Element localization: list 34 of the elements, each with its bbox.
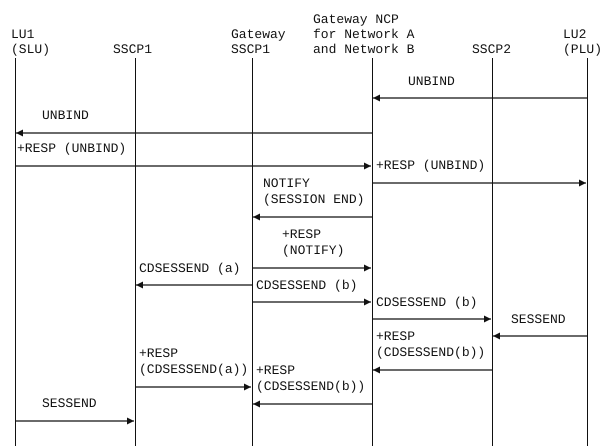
participant-label: SSCP1 <box>113 42 154 57</box>
message-arrow <box>252 298 371 306</box>
participant-label: Gateway NCP for Network A and Network B <box>313 12 416 57</box>
participant-label: Gateway SSCP1 <box>231 27 287 57</box>
message-arrow <box>16 130 372 136</box>
participant-label: SSCP2 <box>472 42 512 57</box>
message-arrow <box>15 162 371 170</box>
message-arrow <box>373 366 492 374</box>
message-arrow <box>373 94 587 102</box>
message-arrow <box>493 332 587 340</box>
message-label: +RESP (CDSESSEND(a)) <box>139 346 250 378</box>
message-arrow <box>372 180 586 186</box>
message-label: +RESP (NOTIFY) <box>282 227 344 259</box>
message-label: SESSEND <box>511 312 567 328</box>
message-label: CDSESSEND (a) <box>139 261 242 277</box>
message-label: NOTIFY (SESSION END) <box>263 176 366 208</box>
message-label: +RESP (CDSESSEND(b)) <box>376 329 486 361</box>
message-arrow <box>135 384 251 390</box>
message-label: SESSEND <box>42 396 98 412</box>
message-label: UNBIND <box>42 108 90 124</box>
message-arrow <box>253 214 372 220</box>
message-label: +RESP (UNBIND) <box>376 158 486 174</box>
message-arrow <box>15 418 134 424</box>
message-arrow <box>136 282 252 288</box>
message-arrow <box>253 400 372 408</box>
message-arrow <box>252 264 371 272</box>
message-label: UNBIND <box>408 74 456 90</box>
participant-label: LU2 (PLU) <box>563 27 604 57</box>
participant-label: LU1 (SLU) <box>11 27 52 57</box>
message-label: +RESP (UNBIND) <box>17 141 128 157</box>
message-label: +RESP (CDSESSEND(b)) <box>256 363 366 395</box>
message-label: CDSESSEND (b) <box>256 278 358 294</box>
message-label: CDSESSEND (b) <box>376 295 478 311</box>
message-arrow <box>372 316 491 322</box>
